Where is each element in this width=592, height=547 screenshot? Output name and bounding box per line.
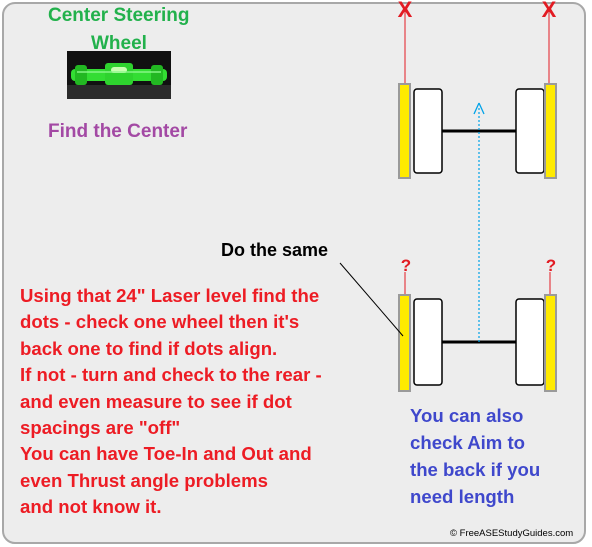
aim-note-text: You can also check Aim to the back if yo… (410, 402, 540, 510)
level-center-block (105, 63, 133, 85)
rear-left-laser-strip (398, 294, 411, 392)
x-mark-icon: X (398, 0, 413, 22)
front-right-laser-strip (544, 83, 557, 179)
rear-axle (398, 294, 557, 392)
rear-right-wheel (515, 298, 545, 386)
do-same-label: Do the same (221, 240, 329, 260)
question-mark-icon: ? (401, 256, 411, 275)
level-end-right (151, 65, 163, 85)
level-highlight (67, 85, 171, 99)
find-center-label: Find the Center (48, 121, 188, 142)
question-mark-icon: ? (546, 256, 556, 275)
rear-right-laser-strip (544, 294, 557, 392)
level-end-left (75, 65, 87, 85)
front-axle (398, 83, 557, 179)
instruction-line: and not know it. (20, 496, 162, 518)
instruction-line: Using that 24" Laser level find the (20, 285, 320, 306)
level-shine (77, 71, 161, 73)
aim-arrow-icon (473, 102, 485, 115)
heading-line-1: Center Steering (48, 5, 190, 26)
aim-note-line: the back if you (410, 459, 541, 480)
front-left-wheel (413, 88, 443, 174)
instruction-line: and even measure to see if dot (20, 390, 292, 412)
instruction-line: even Thrust angle problems (20, 469, 268, 491)
aim-note-line: check Aim to (410, 432, 526, 453)
heading-line-2: Wheel (91, 33, 147, 54)
aim-note-line: You can also (410, 405, 524, 426)
aim-note-line: need length (410, 486, 515, 507)
instructions-text: Using that 24" Laser level find the dots… (20, 283, 322, 521)
instruction-line: spacings are "off" (20, 417, 181, 439)
front-left-laser-strip (398, 83, 411, 179)
instruction-line: back one to find if dots align. (20, 337, 278, 359)
x-mark-icon: X (542, 0, 557, 22)
level-tool-icon (67, 51, 171, 99)
do-same-pointer-line (339, 262, 404, 337)
credit-label: © FreeASEStudyGuides.com (450, 528, 574, 539)
instruction-line: You can have Toe-In and Out and (20, 443, 312, 465)
rear-left-wheel (413, 298, 443, 386)
instruction-line: dots - check one wheel then it's (20, 311, 300, 333)
instruction-line: If not - turn and check to the rear - (20, 364, 322, 386)
front-right-wheel (515, 88, 545, 174)
